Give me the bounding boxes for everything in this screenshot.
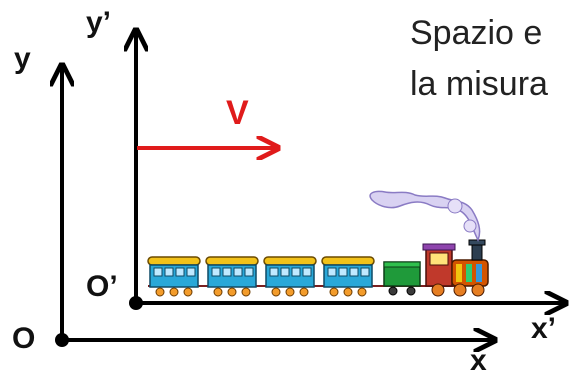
origin-o-label: O [12,322,36,355]
smoke-icon [369,190,481,242]
x-axis-label: x [470,344,487,377]
origin-o-point [55,333,69,347]
caption-line-1: Spazio e [410,14,543,52]
steam-train-icon [147,190,489,297]
freight-wagon-icon [383,261,421,296]
velocity-label: V [226,94,249,132]
y-prime-axis-label: y’ [86,6,112,39]
passenger-car-icon [263,256,317,297]
origin-o-prime-label: O’ [86,270,118,303]
y-axis-label: y [14,42,31,75]
origin-o-prime-point [129,296,143,310]
locomotive-icon [422,239,489,297]
passenger-car-icon [205,256,259,297]
caption-line-2: la misura [410,65,548,103]
x-prime-axis-label: x’ [531,312,557,345]
passenger-car-icon [321,256,375,297]
passenger-car-icon [147,256,201,297]
